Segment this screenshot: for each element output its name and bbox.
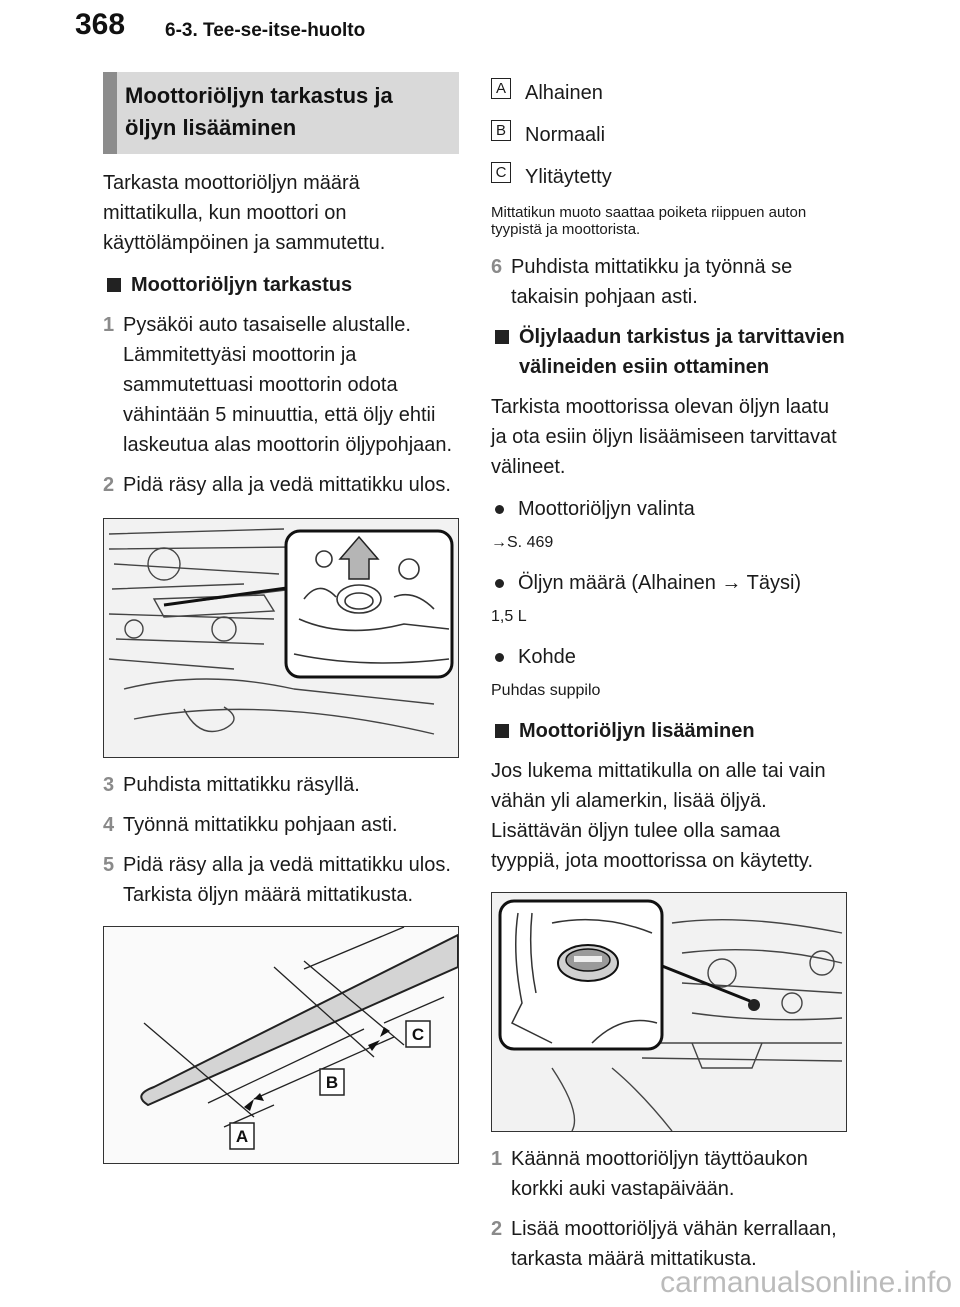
level-item: B Normaali	[491, 120, 847, 150]
step-text: Pidä räsy alla ja vedä mittatikku ulos.	[123, 474, 451, 496]
step-item: 1 Pysäköi auto tasaiselle alustalle. Läm…	[103, 310, 459, 460]
step-text: Pidä räsy alla ja vedä mittatikku ulos. …	[123, 854, 451, 906]
bullet-detail: →S. 469	[491, 534, 554, 551]
step-text: Lisää moottoriöljyä vähän kerrallaan, ta…	[511, 1218, 837, 1270]
oil-cap-illustration	[491, 892, 847, 1132]
bullet-item: Moottoriöljyn valinta	[491, 494, 847, 524]
level-item: A Alhainen	[491, 78, 847, 108]
dipstick-label-a: A	[236, 1127, 248, 1146]
step-item: 4 Työnnä mittatikku pohjaan asti.	[103, 810, 459, 840]
level-text: Alhainen	[525, 82, 603, 104]
step-number: 2	[491, 1218, 503, 1240]
square-bullet-icon	[495, 330, 509, 344]
bullet-dot-icon	[495, 505, 504, 514]
left-column: Moottoriöljyn tarkastus ja öljyn lisäämi…	[103, 72, 459, 1164]
bullet-text: Kohde	[518, 646, 576, 668]
heading-adding: Moottoriöljyn lisääminen	[491, 716, 847, 746]
square-bullet-icon	[107, 278, 121, 292]
title-line: öljyn lisääminen	[125, 115, 297, 140]
step-item: 2 Lisää moottoriöljyä vähän kerrallaan, …	[491, 1214, 847, 1274]
step-item: 2 Pidä räsy alla ja vedä mittatikku ulos…	[103, 470, 459, 500]
adding-paragraph: Jos lukema mittatikulla on alle tai vain…	[491, 760, 826, 872]
right-column: A Alhainen B Normaali C Ylitäytetty Mitt…	[491, 78, 847, 1284]
step-number: 2	[103, 474, 115, 496]
bullet-dot-icon	[495, 579, 504, 588]
heading-text: Moottoriöljyn tarkastus	[131, 274, 353, 296]
step-number: 1	[103, 314, 115, 336]
heading-check: Moottoriöljyn tarkastus	[103, 270, 459, 300]
watermark: carmanualsonline.info	[660, 1266, 952, 1299]
step-item: 3 Puhdista mittatikku räsyllä.	[103, 770, 459, 800]
engine-illustration-svg	[104, 519, 458, 757]
square-bullet-icon	[495, 724, 509, 738]
title-line: Moottoriöljyn tarkastus ja	[125, 83, 393, 108]
quality-paragraph: Tarkista moottorissa olevan öljyn laatu …	[491, 396, 837, 478]
step-item: 1 Käännä moottoriöljyn täyttöaukon korkk…	[491, 1144, 847, 1204]
step-text: Puhdista mittatikku ja työnnä se takaisi…	[511, 256, 793, 308]
level-item: C Ylitäytetty	[491, 162, 847, 192]
dipstick-label-c: C	[412, 1025, 424, 1044]
step-text: Puhdista mittatikku räsyllä.	[123, 774, 360, 796]
step-item: 6 Puhdista mittatikku ja työnnä se takai…	[491, 252, 847, 312]
level-key: A	[491, 78, 511, 99]
bullet-item: Kohde	[491, 642, 847, 672]
step-item: 5 Pidä räsy alla ja vedä mittatikku ulos…	[103, 850, 459, 910]
heading-text: Öljylaadun tarkistus ja tarvittavien väl…	[519, 326, 845, 378]
dipstick-note: Mittatikun muoto saattaa poiketa riippue…	[491, 204, 807, 238]
dipstick-svg: C B A	[104, 927, 458, 1163]
step-number: 3	[103, 774, 115, 796]
section-title: 6-3. Tee-se-itse-huolto	[165, 20, 366, 41]
level-text: Normaali	[525, 124, 606, 146]
engine-dipstick-illustration	[103, 518, 459, 758]
bullet-detail: Puhdas suppilo	[491, 682, 601, 699]
step-number: 1	[491, 1148, 503, 1170]
step-text: Työnnä mittatikku pohjaan asti.	[123, 814, 398, 836]
level-text: Ylitäytetty	[525, 166, 612, 188]
bullet-detail: 1,5 L	[491, 608, 527, 625]
dipstick-label-b: B	[326, 1073, 338, 1092]
level-key: B	[491, 120, 511, 141]
step-text: Käännä moottoriöljyn täyttöaukon korkki …	[511, 1148, 808, 1200]
bullet-text: Moottoriöljyn valinta	[518, 498, 695, 520]
title-box: Moottoriöljyn tarkastus ja öljyn lisäämi…	[103, 72, 459, 154]
dipstick-level-illustration: C B A	[103, 926, 459, 1164]
oil-cap-svg	[492, 893, 846, 1131]
step-number: 4	[103, 814, 115, 836]
step-number: 6	[491, 256, 503, 278]
bullet-item: Öljyn määrä (Alhainen → Täysi)	[491, 568, 847, 598]
step-number: 5	[103, 854, 115, 876]
step-text: Pysäköi auto tasaiselle alustalle. Lämmi…	[123, 314, 453, 456]
heading-quality: Öljylaadun tarkistus ja tarvittavien väl…	[491, 322, 847, 382]
bullet-text: Öljyn määrä (Alhainen → Täysi)	[518, 572, 802, 594]
heading-text: Moottoriöljyn lisääminen	[519, 720, 755, 742]
level-key: C	[491, 162, 511, 183]
bullet-dot-icon	[495, 653, 504, 662]
intro-paragraph: Tarkasta moottoriöljyn määrä mittatikull…	[103, 172, 386, 254]
page-number: 368	[75, 8, 126, 41]
